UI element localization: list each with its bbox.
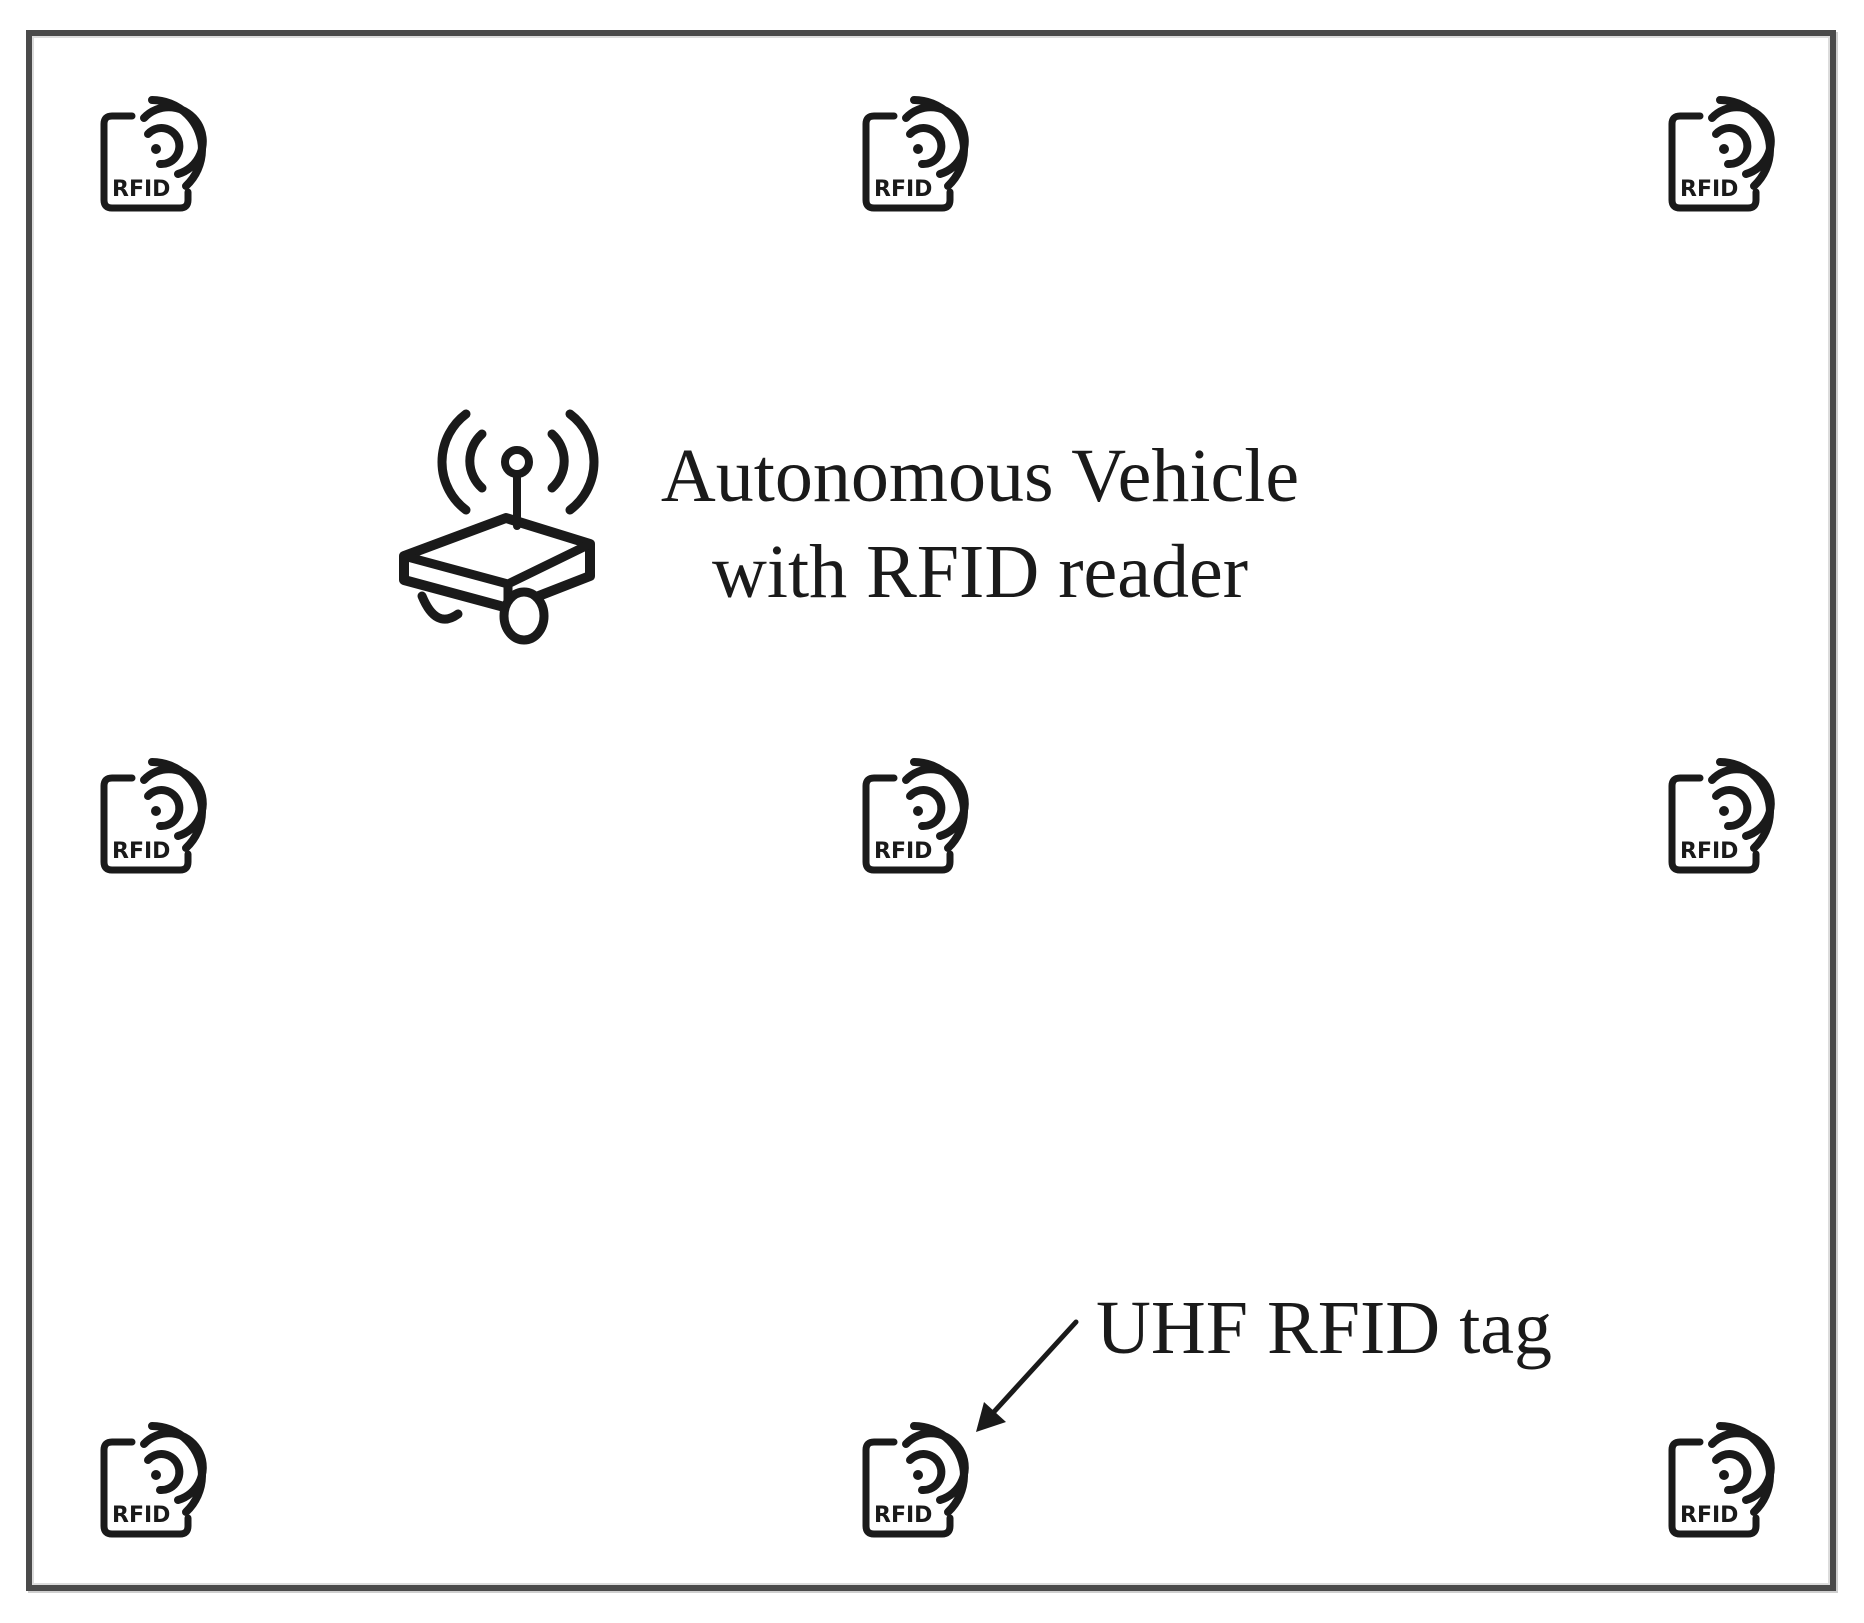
vehicle-caption-line1: Autonomous Vehicle (660, 434, 1300, 518)
svg-text:RFID: RFID (874, 177, 932, 202)
rfid-tag-icon: RFID (1666, 1420, 1778, 1540)
svg-text:RFID: RFID (1680, 1503, 1738, 1528)
rfid-tag-icon: RFID (98, 756, 210, 876)
svg-text:RFID: RFID (112, 177, 170, 202)
rfid-tag-icon: RFID (1666, 94, 1778, 214)
autonomous-vehicle-icon (396, 404, 608, 650)
rfid-tag-icon: RFID (1666, 756, 1778, 876)
vehicle-caption-line2: with RFID reader (711, 530, 1249, 614)
svg-text:RFID: RFID (1680, 839, 1738, 864)
vehicle-caption: Autonomous Vehicle with RFID reader (640, 428, 1320, 620)
tag-caption: UHF RFID tag (1096, 1286, 1553, 1370)
rfid-tag-icon: RFID (98, 1420, 210, 1540)
rfid-tag-icon: RFID (860, 1420, 972, 1540)
svg-text:RFID: RFID (874, 1503, 932, 1528)
arrow-icon (970, 1318, 1082, 1438)
diagram-frame (26, 30, 1836, 1591)
svg-text:RFID: RFID (874, 839, 932, 864)
svg-text:RFID: RFID (1680, 177, 1738, 202)
svg-text:RFID: RFID (112, 839, 170, 864)
rfid-tag-icon: RFID (860, 756, 972, 876)
rfid-tag-icon: RFID (98, 94, 210, 214)
svg-text:RFID: RFID (112, 1503, 170, 1528)
rfid-tag-icon: RFID (860, 94, 972, 214)
